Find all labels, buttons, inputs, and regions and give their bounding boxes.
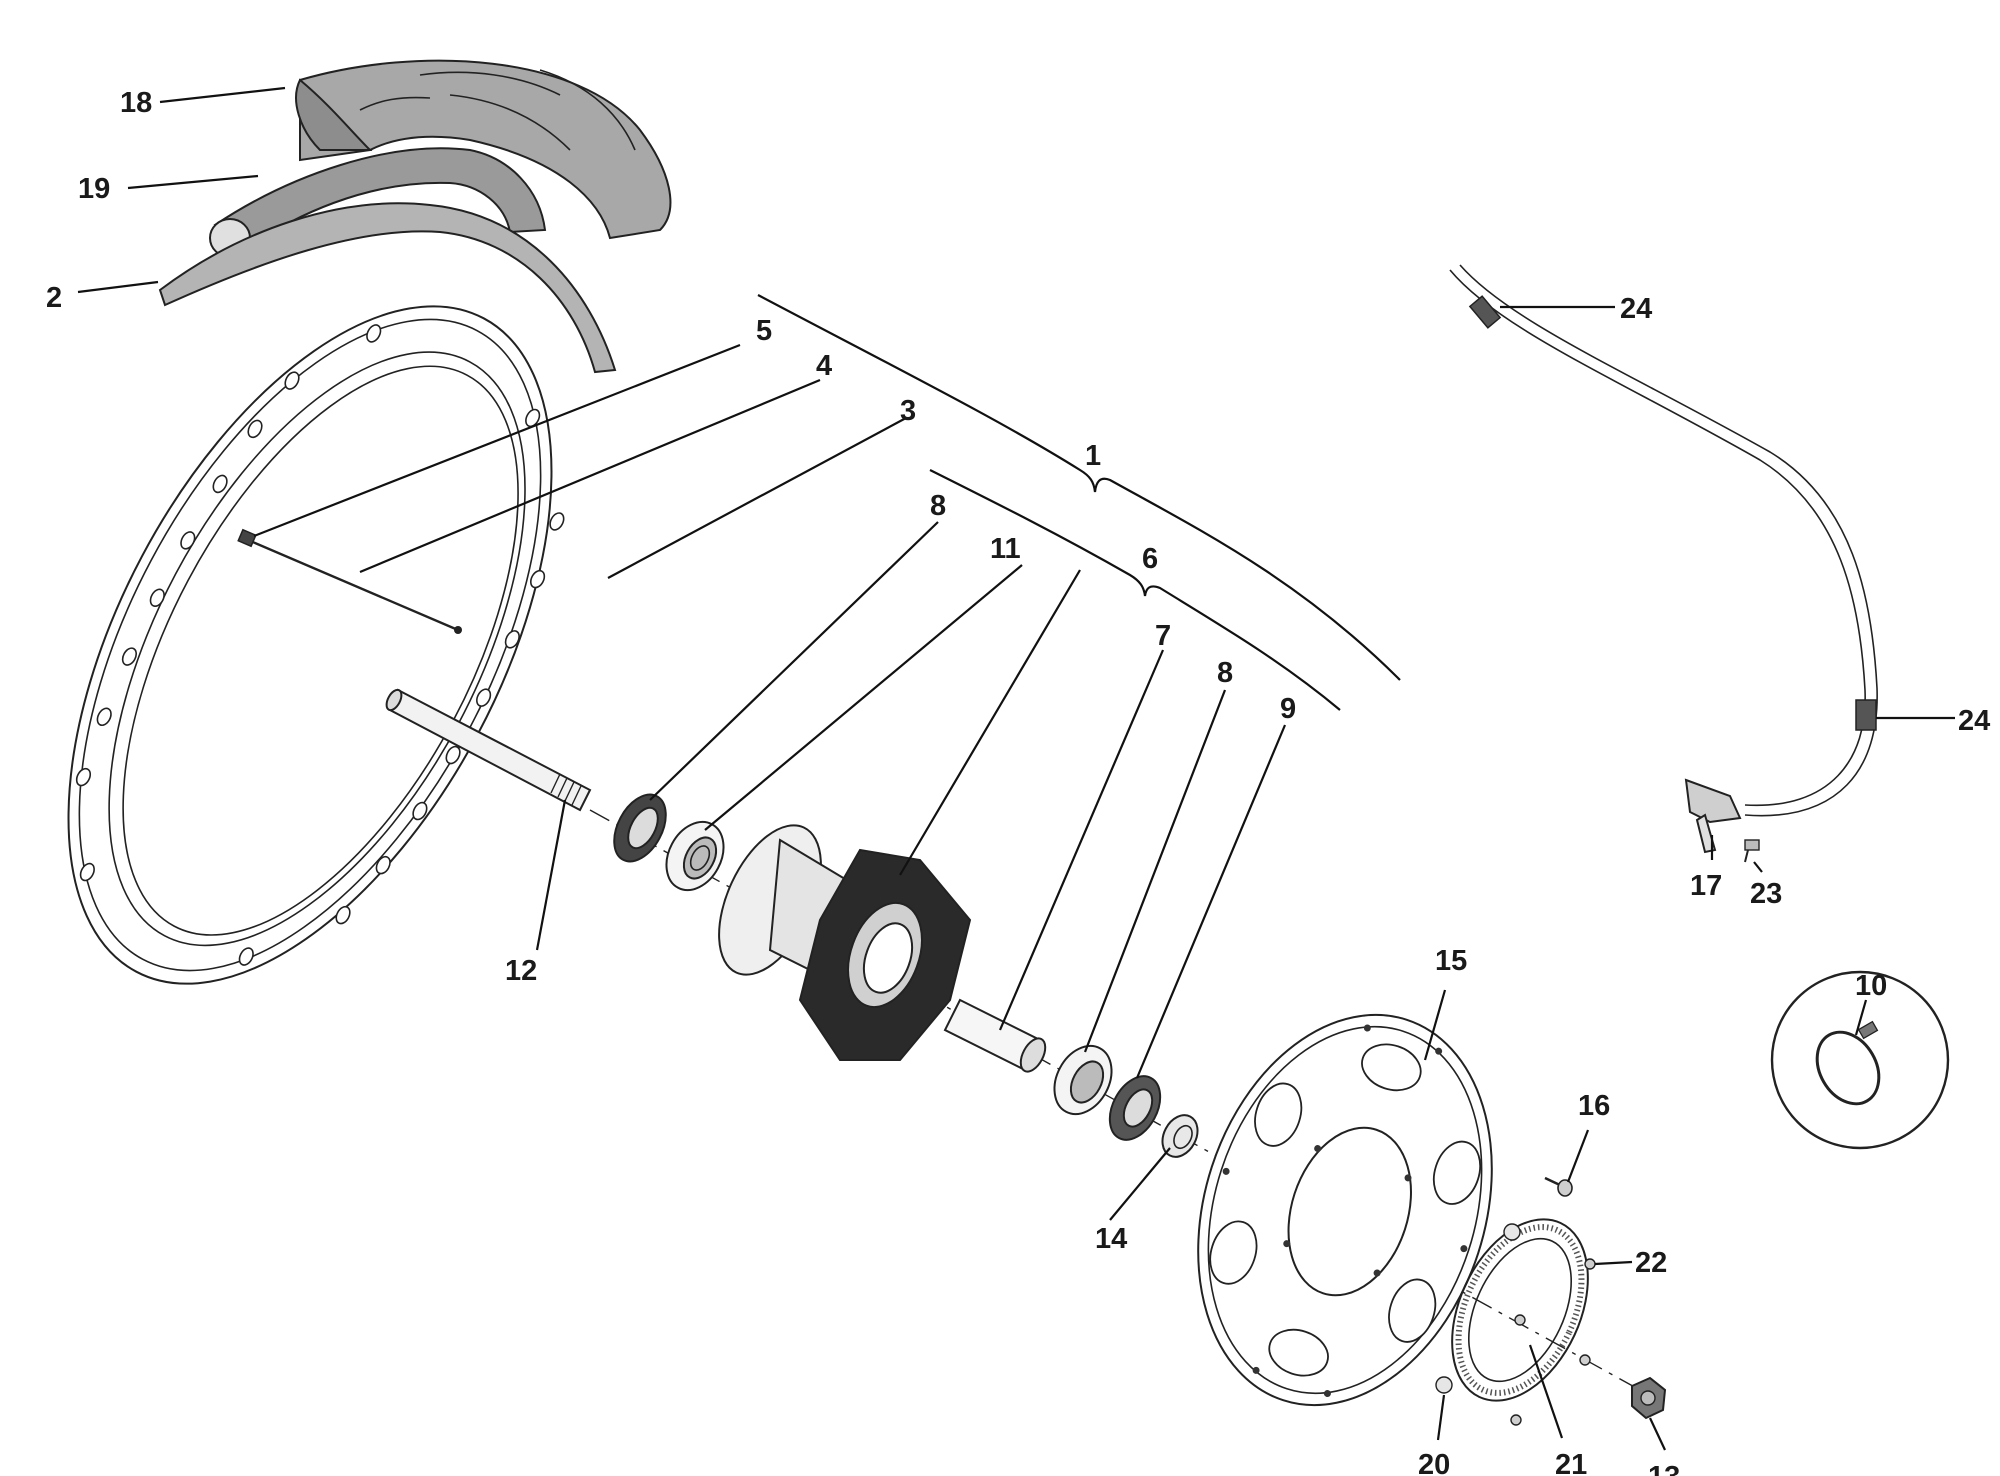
callout-24-upper: 24 — [1620, 293, 1652, 325]
callout-12: 12 — [505, 955, 537, 987]
callout-14: 14 — [1095, 1223, 1127, 1255]
callout-7: 7 — [1155, 620, 1171, 652]
tyre — [295, 59, 672, 240]
callout-8-right: 8 — [1217, 657, 1233, 689]
washers — [1435, 1223, 1521, 1394]
disc-screw — [1544, 1176, 1573, 1197]
bearing-right — [1053, 1044, 1113, 1116]
abs-tone-ring — [1451, 1218, 1589, 1402]
callout-23: 23 — [1750, 878, 1782, 910]
bracket-hub-6 — [929, 469, 1341, 711]
callout-17: 17 — [1690, 870, 1722, 902]
bearing-left — [665, 820, 725, 892]
callout-6: 6 — [1142, 543, 1158, 575]
callout-labels: 18 19 2 5 4 3 1 8 11 6 7 8 9 12 24 24 17… — [46, 87, 1990, 1476]
callout-24-lower: 24 — [1958, 705, 1990, 737]
brake-disc — [1197, 1013, 1493, 1407]
sensor-screw — [1744, 839, 1760, 863]
callout-10: 10 — [1855, 970, 1887, 1002]
callout-18: 18 — [120, 87, 152, 119]
hub — [718, 824, 972, 1061]
spoke-holes — [75, 324, 565, 966]
callout-3: 3 — [900, 395, 916, 427]
bracket-assembly-1 — [757, 294, 1401, 681]
grommet-lower — [1855, 699, 1877, 731]
callout-20: 20 — [1418, 1449, 1450, 1476]
callout-4: 4 — [816, 350, 832, 382]
cable-tie-detail — [1770, 970, 1950, 1150]
callout-19: 19 — [78, 173, 110, 205]
grommet-upper — [1468, 295, 1502, 329]
callout-9: 9 — [1280, 693, 1296, 725]
callout-8-left: 8 — [930, 490, 946, 522]
callout-21: 21 — [1555, 1449, 1587, 1476]
seal-ring — [1108, 1075, 1162, 1141]
callout-2: 2 — [46, 282, 62, 314]
oil-seal-left — [613, 793, 667, 863]
callout-1: 1 — [1085, 440, 1101, 472]
spoke — [237, 528, 462, 634]
axle — [385, 688, 592, 812]
callout-13: 13 — [1648, 1461, 1680, 1476]
callout-11: 11 — [990, 533, 1021, 565]
callout-22: 22 — [1635, 1247, 1667, 1279]
rim-band — [158, 202, 617, 374]
callout-15: 15 — [1435, 945, 1467, 977]
callout-5: 5 — [756, 315, 772, 347]
abs-sensor-cable — [1449, 264, 1878, 863]
axle-nut — [1631, 1376, 1667, 1420]
spacer — [943, 998, 1047, 1073]
tone-ring-screws — [1507, 1229, 1596, 1426]
leader-lines — [77, 86, 1955, 1451]
callout-16: 16 — [1578, 1090, 1610, 1122]
rim — [67, 305, 565, 985]
spacer-outer — [1161, 1114, 1199, 1158]
abs-sensor — [1684, 778, 1742, 854]
